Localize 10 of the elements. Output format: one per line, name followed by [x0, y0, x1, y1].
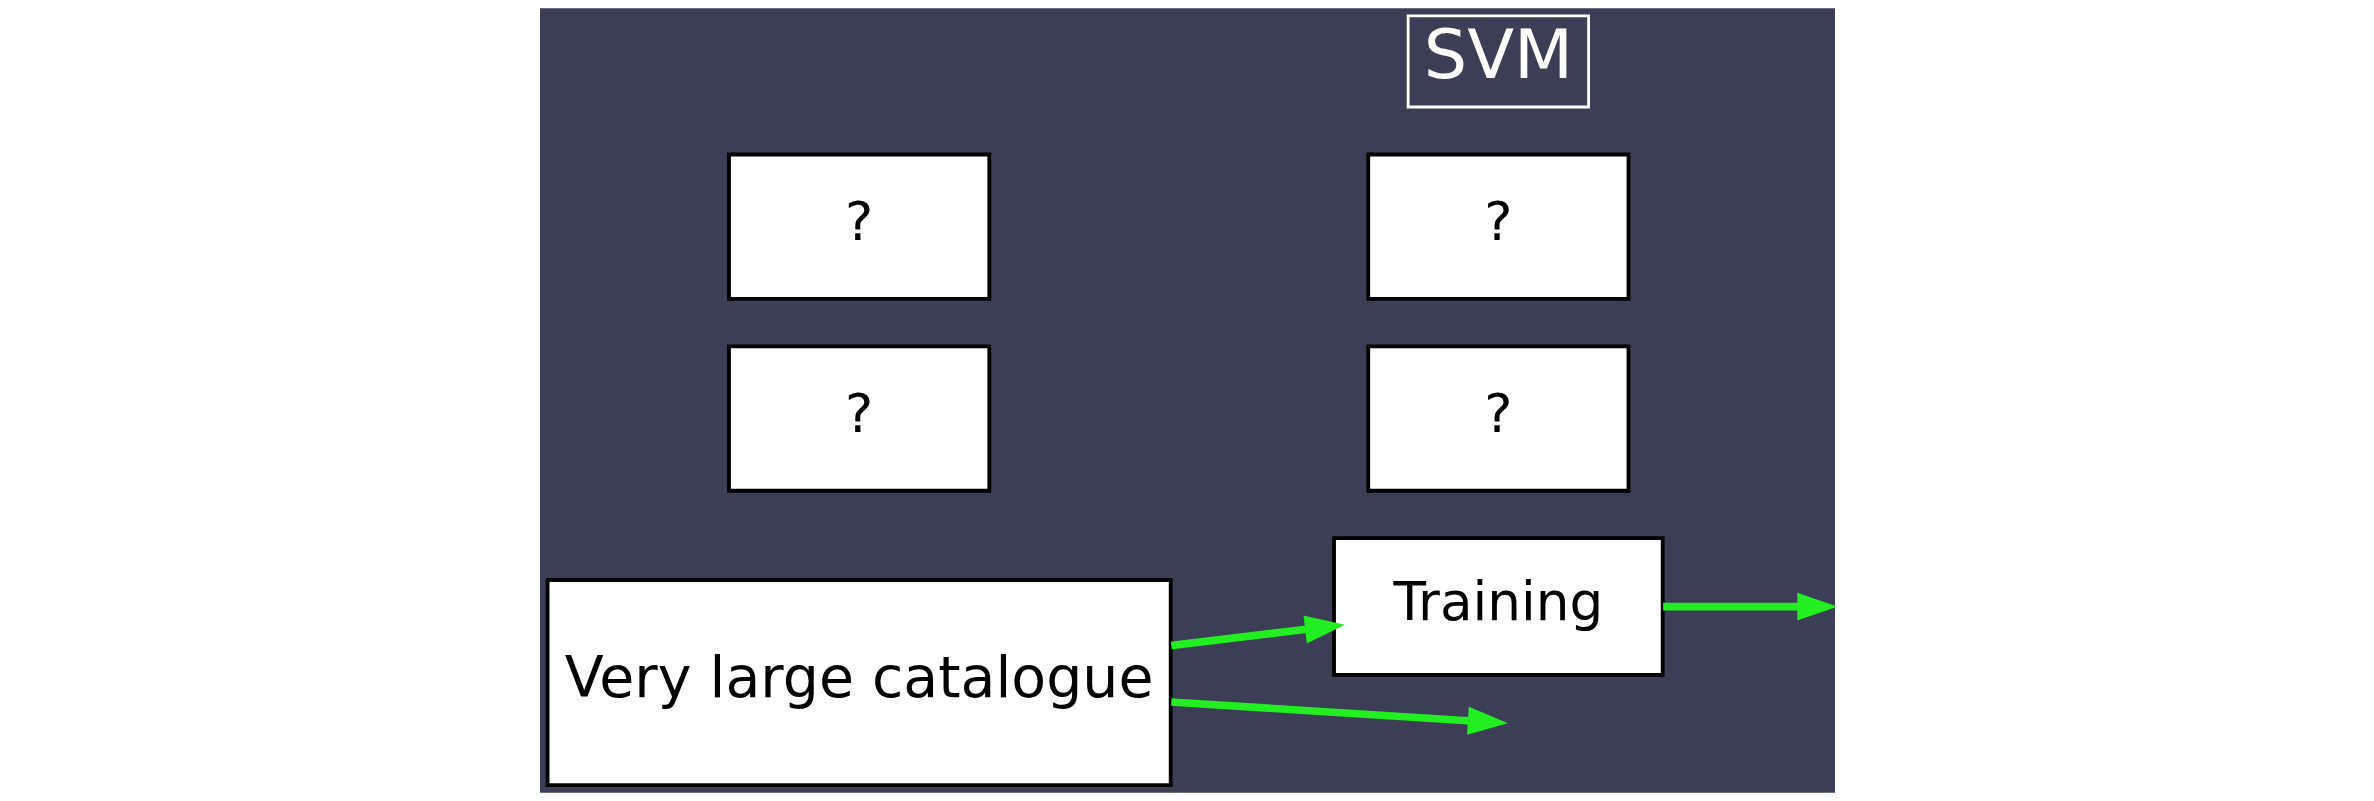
arrow: [1170, 698, 1508, 735]
arrow: [1170, 615, 1345, 650]
node-box: ?: [726, 344, 991, 493]
node-box: Training: [1331, 536, 1665, 677]
node-box: ?: [726, 152, 991, 301]
node-box: ?: [1365, 344, 1630, 493]
node-box: ?: [1365, 152, 1630, 301]
arrow: [1662, 592, 1835, 621]
node-box: Very large catalogue: [545, 578, 1173, 788]
node-box: SVM: [1406, 14, 1590, 109]
